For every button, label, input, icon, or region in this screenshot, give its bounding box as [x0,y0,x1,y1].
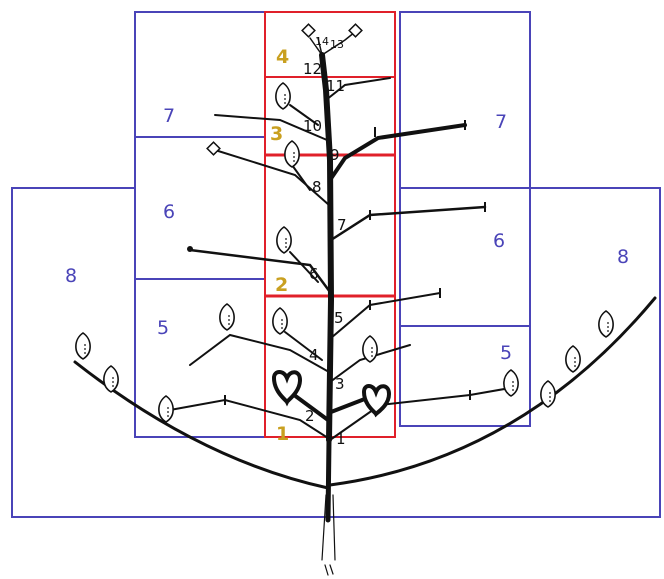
leaf-icon [285,141,299,167]
branch-n5-right [331,293,440,338]
branch-n9-right [330,125,465,180]
leaf-icon [599,311,613,337]
node-label-4: 4 [309,346,319,364]
branch-tip-dot [187,246,193,252]
leaf-icon [76,333,90,359]
diamond-bud-icon [207,142,220,155]
node-label-8: 8 [312,178,322,196]
node-label-14: 14 [315,35,329,48]
zone-label-right-7: 7 [495,111,507,133]
root-line-a [322,495,326,560]
branch-n1-right [330,388,510,440]
zone-box-right-7 [400,12,530,188]
tier-label-1: 1 [276,423,289,445]
diamond-bud-icon [302,24,315,37]
root-tip [325,565,333,575]
node-label-11: 11 [326,77,345,95]
node-label-13: 13 [330,38,344,51]
node-label-2: 2 [305,407,315,425]
node-label-6: 6 [309,265,319,283]
node-label-7: 7 [337,216,347,234]
branch-n8-leaf [292,165,310,190]
leaf-icon [277,227,291,253]
node-label-5: 5 [334,309,344,327]
node-label-9: 9 [330,146,340,164]
node-label-3: 3 [335,375,345,393]
leaf-icon [363,336,377,362]
node-label-10: 10 [303,117,322,135]
leaf-icon [566,346,580,372]
tier-label-3: 3 [270,123,283,145]
leaf-icon [104,366,118,392]
root-line-b [333,495,335,560]
zone-label-right-5: 5 [500,342,512,364]
leaf-icon [504,370,518,396]
leaf-icon [220,304,234,330]
leaf-icon [541,381,555,407]
branch-n7-right [331,207,485,240]
zone-label-left-5: 5 [157,317,169,339]
tier-label-4: 4 [276,46,289,68]
zone-label-left-8: 8 [65,265,77,287]
zone-label-right-8: 8 [617,246,629,268]
leaf-icon [276,83,290,109]
leaf-icon [159,396,173,422]
zone-label-right-6: 6 [493,230,505,252]
node-label-1: 1 [336,430,346,448]
node-label-12: 12 [303,60,322,78]
stem [75,32,655,575]
zone-label-left-6: 6 [163,201,175,223]
stem-lower [328,440,329,520]
flower-bud-right-icon [364,386,389,414]
leaf-icon [273,308,287,334]
zone-label-left-7: 7 [163,105,175,127]
tier-label-2: 2 [275,274,288,296]
